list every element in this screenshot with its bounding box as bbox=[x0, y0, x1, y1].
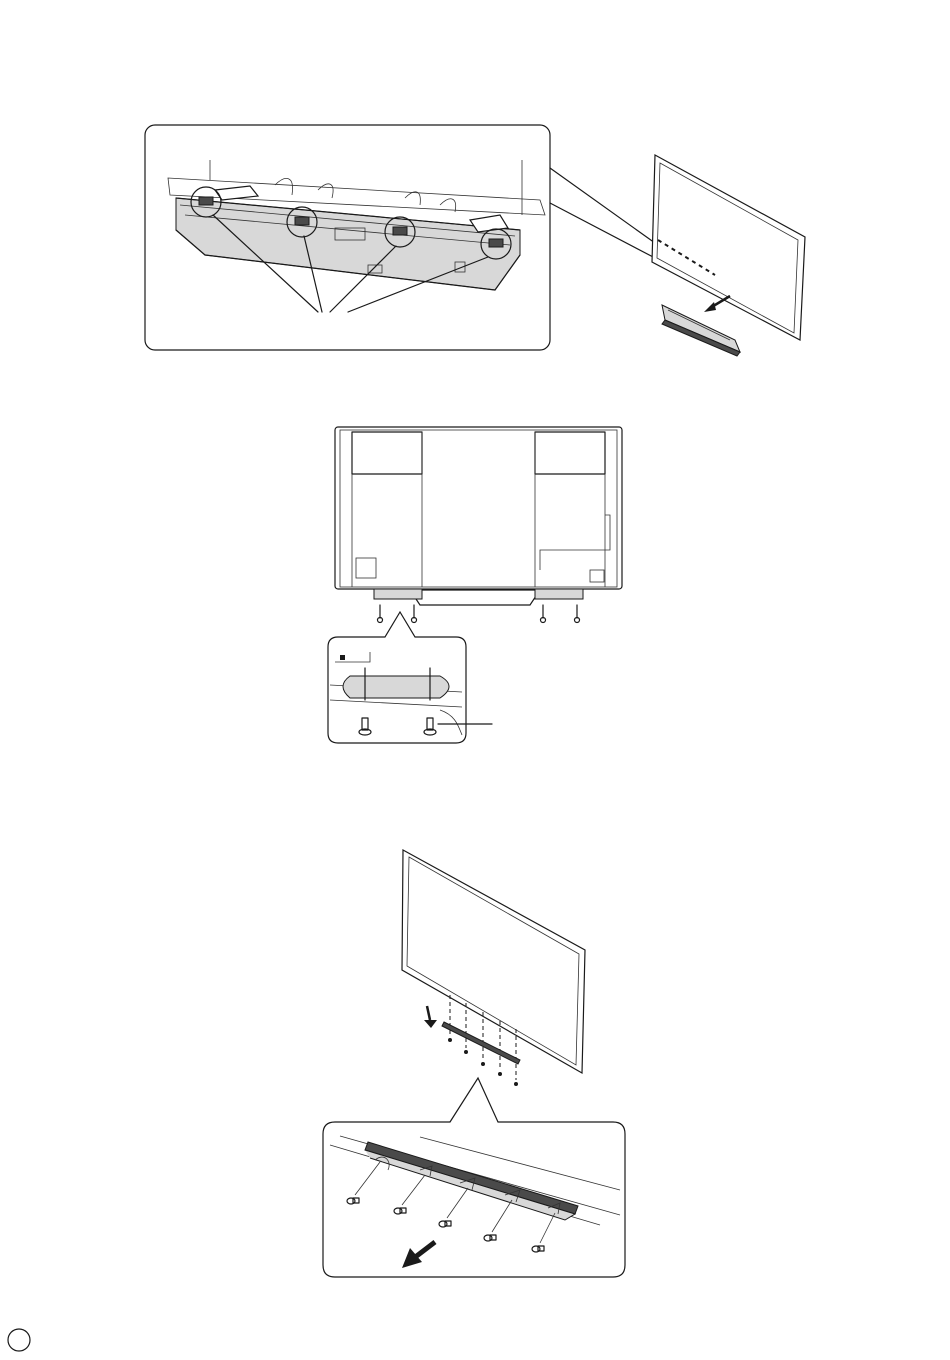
figure-2-drawing bbox=[0, 400, 950, 760]
rear-view-display bbox=[335, 427, 622, 605]
figure-3-drawing bbox=[0, 840, 950, 1290]
screw-icon bbox=[347, 1198, 544, 1252]
screw-icon bbox=[378, 605, 580, 623]
callout-leader-line bbox=[550, 203, 655, 258]
callout-pointer bbox=[450, 1078, 498, 1122]
arrow-icon bbox=[402, 1242, 435, 1268]
screw-detail-box bbox=[328, 637, 466, 743]
figure-2 bbox=[0, 400, 950, 760]
figure-1-drawing bbox=[0, 0, 950, 380]
figure-3 bbox=[0, 840, 950, 1290]
cover-detail-box bbox=[323, 1122, 625, 1277]
callout-leader-line bbox=[550, 168, 655, 243]
figure-1 bbox=[0, 0, 950, 380]
removed-stand-base bbox=[662, 305, 740, 356]
arrow-icon bbox=[424, 1006, 437, 1028]
callout-pointer bbox=[385, 612, 415, 637]
page-number-circle-icon bbox=[3, 1324, 35, 1356]
arrow-icon bbox=[704, 296, 730, 312]
display-panel-angled bbox=[402, 850, 585, 1073]
